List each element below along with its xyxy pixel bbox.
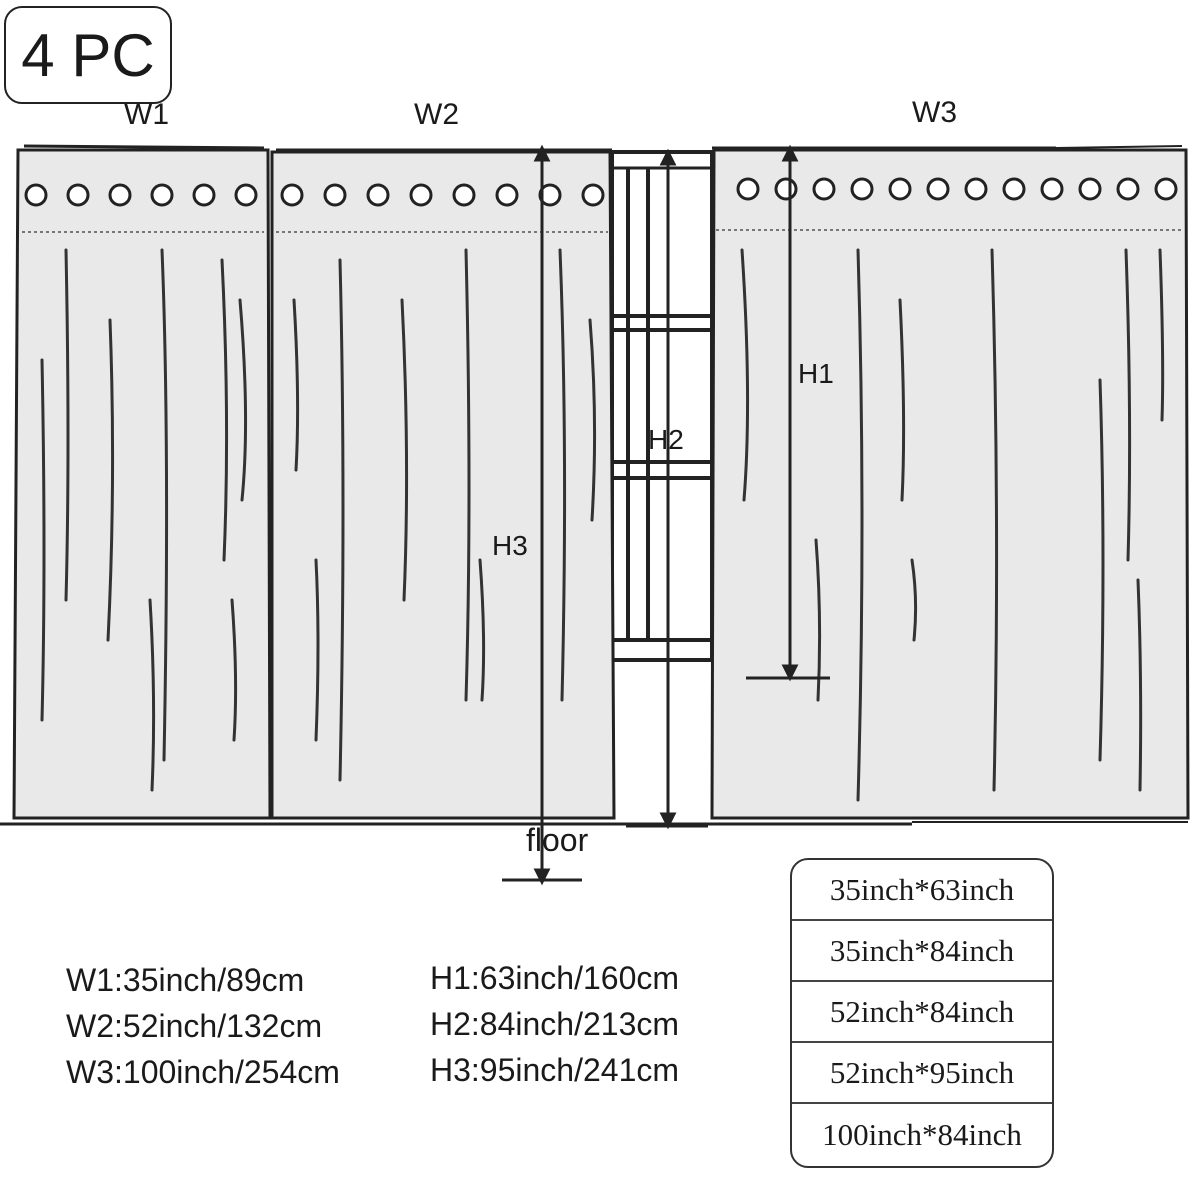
size-option: 52inch*95inch — [792, 1043, 1052, 1104]
size-option: 52inch*84inch — [792, 982, 1052, 1043]
height-spec-h2: H2:84inch/213cm — [430, 1006, 680, 1042]
width-spec-list: W1:35inch/89cm W2:52inch/132cm W3:100inc… — [66, 957, 340, 1095]
h3-label: H3 — [492, 530, 528, 561]
size-option: 35inch*84inch — [792, 921, 1052, 982]
w3-label: W3 — [912, 96, 957, 129]
height-spec-h1: H1:63inch/160cm — [430, 960, 680, 996]
grommet-row-w1 — [24, 183, 258, 207]
window-frame — [610, 150, 714, 662]
h2-dimension-line — [626, 148, 708, 830]
w2-label: W2 — [414, 98, 459, 131]
curtain-w2 — [270, 148, 616, 820]
grommet-row-w2 — [280, 183, 605, 207]
h2-label: H2 — [648, 424, 684, 455]
curtain-w3 — [710, 145, 1190, 820]
width-spec-w2: W2:52inch/132cm — [66, 1008, 323, 1044]
h1-label: H1 — [798, 358, 834, 389]
h1-dimension-line — [746, 144, 830, 682]
size-option: 35inch*63inch — [792, 860, 1052, 921]
width-spec-w3: W3:100inch/254cm — [66, 1054, 340, 1090]
piece-count-badge: 4 PC — [4, 6, 172, 104]
size-options-table: 35inch*63inch 35inch*84inch 52inch*84inc… — [790, 858, 1054, 1168]
h3-dimension-line — [502, 144, 582, 886]
grommet-row-w3 — [736, 177, 1178, 201]
width-spec-w1: W1:35inch/89cm — [66, 962, 305, 998]
w1-label: W1 — [124, 98, 169, 131]
height-spec-h3: H3:95inch/241cm — [430, 1052, 680, 1088]
size-option: 100inch*84inch — [822, 1116, 1022, 1152]
floor-label: floor — [526, 822, 589, 858]
curtain-w1 — [12, 144, 272, 820]
height-spec-list: H1:63inch/160cm H2:84inch/213cm H3:95inc… — [430, 955, 679, 1093]
